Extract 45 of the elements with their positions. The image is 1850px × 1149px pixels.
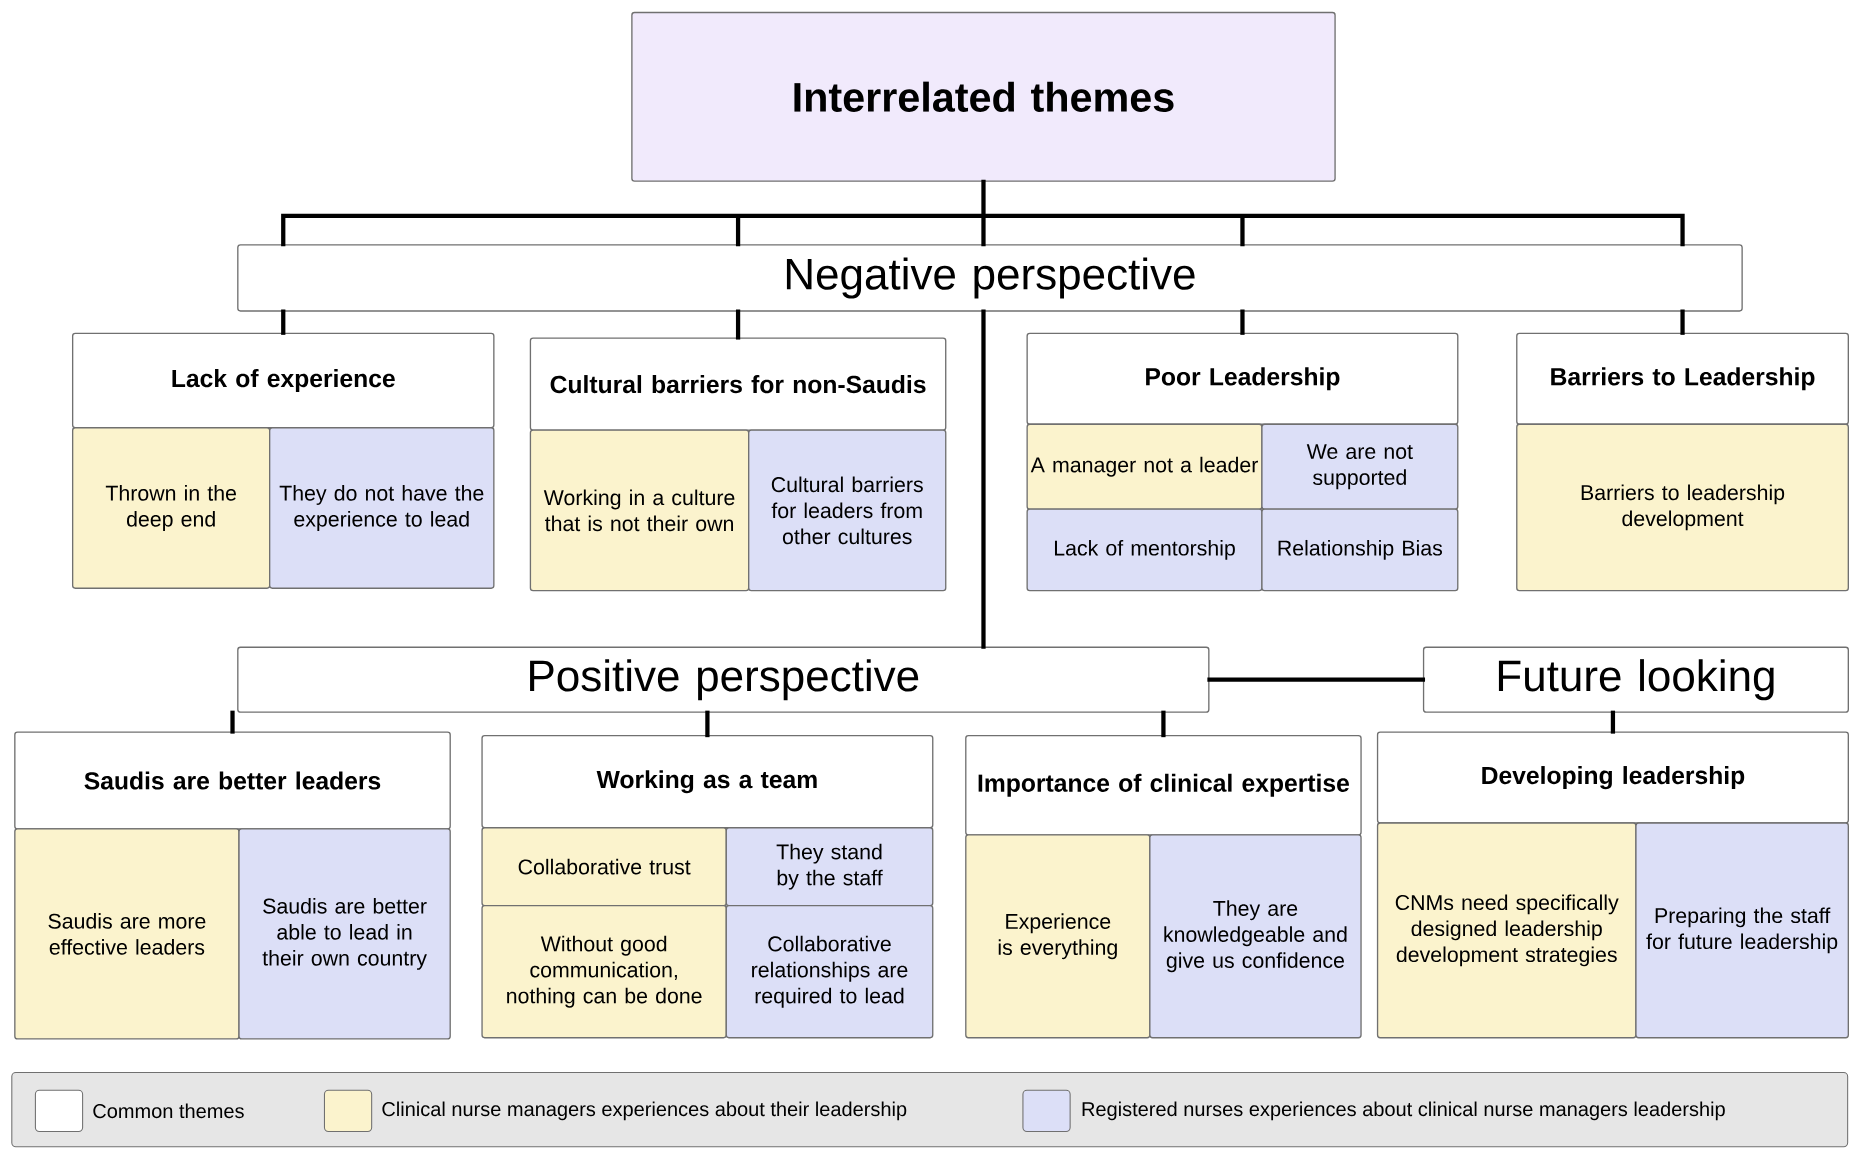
subtheme-box: Cultural barriers for leaders from other cultures — [748, 429, 947, 592]
subtheme-box: They do not have the experience to lead — [269, 427, 495, 589]
connector-line — [1161, 710, 1166, 738]
theme-box: Saudis are better leaders — [14, 731, 451, 830]
category-band: Positive perspective — [237, 646, 1210, 713]
legend-label: Clinical nurse managers experiences about their leadership — [382, 1101, 907, 1121]
subtheme-box: Saudis are better able to lead in their own country — [238, 828, 451, 1040]
connector-line — [1207, 677, 1426, 682]
subtheme-box: Saudis are more effective leaders — [14, 828, 240, 1040]
subtheme-box: A manager not a leader — [1026, 423, 1263, 510]
subtheme-box: Preparing the staff for future leadership — [1635, 822, 1849, 1039]
title-box: Interrelated themes — [631, 11, 1336, 182]
theme-box: Developing leadership — [1376, 731, 1849, 824]
connector-line — [981, 309, 986, 649]
subtheme-box: Collaborative trust — [481, 827, 727, 907]
theme-box: Barriers to Leadership — [1516, 332, 1849, 425]
legend-label: Common themes — [93, 1103, 244, 1119]
connector-line — [1610, 710, 1616, 734]
subtheme-box: They are knowledgeable and give us confidence — [1149, 834, 1362, 1039]
connector-line — [230, 710, 235, 734]
subtheme-box: Working in a culture that is not their own — [529, 429, 750, 592]
theme-box: Cultural barriers for non-Saudis — [529, 337, 947, 431]
connector-line — [281, 179, 1685, 247]
theme-box: Working as a team — [481, 734, 934, 829]
connector-line — [281, 309, 286, 335]
subtheme-box: They stand by the staff — [725, 827, 934, 907]
connector-line — [1680, 309, 1685, 335]
subtheme-box: Relationship Bias — [1261, 508, 1459, 592]
theme-box: Importance of clinical expertise — [965, 734, 1362, 836]
theme-box: Poor Leadership — [1026, 332, 1459, 425]
subtheme-box: Thrown in the deep end — [72, 427, 271, 589]
subtheme-box: Experience is everything — [965, 834, 1151, 1039]
category-band: Negative perspective — [237, 244, 1743, 312]
subtheme-box: Without good communication, nothing can be done — [481, 904, 727, 1039]
category-band: Future looking — [1422, 646, 1849, 713]
subtheme-box: Lack of mentorship — [1026, 508, 1263, 592]
connector-line — [705, 710, 710, 738]
connector-line — [735, 309, 741, 340]
legend-label: Registered nurses experiences about clinical nurse managers leadership — [1082, 1101, 1725, 1121]
subtheme-box: Collaborative relationships are required to lead — [725, 904, 934, 1039]
connector-line — [1240, 309, 1245, 335]
subtheme-box: CNMs need specifically designed leadership development strategies — [1376, 822, 1637, 1039]
theme-box: Lack of experience — [72, 332, 495, 429]
subtheme-box: We are not supported — [1261, 423, 1459, 510]
subtheme-box: Barriers to leadership development — [1516, 423, 1849, 592]
